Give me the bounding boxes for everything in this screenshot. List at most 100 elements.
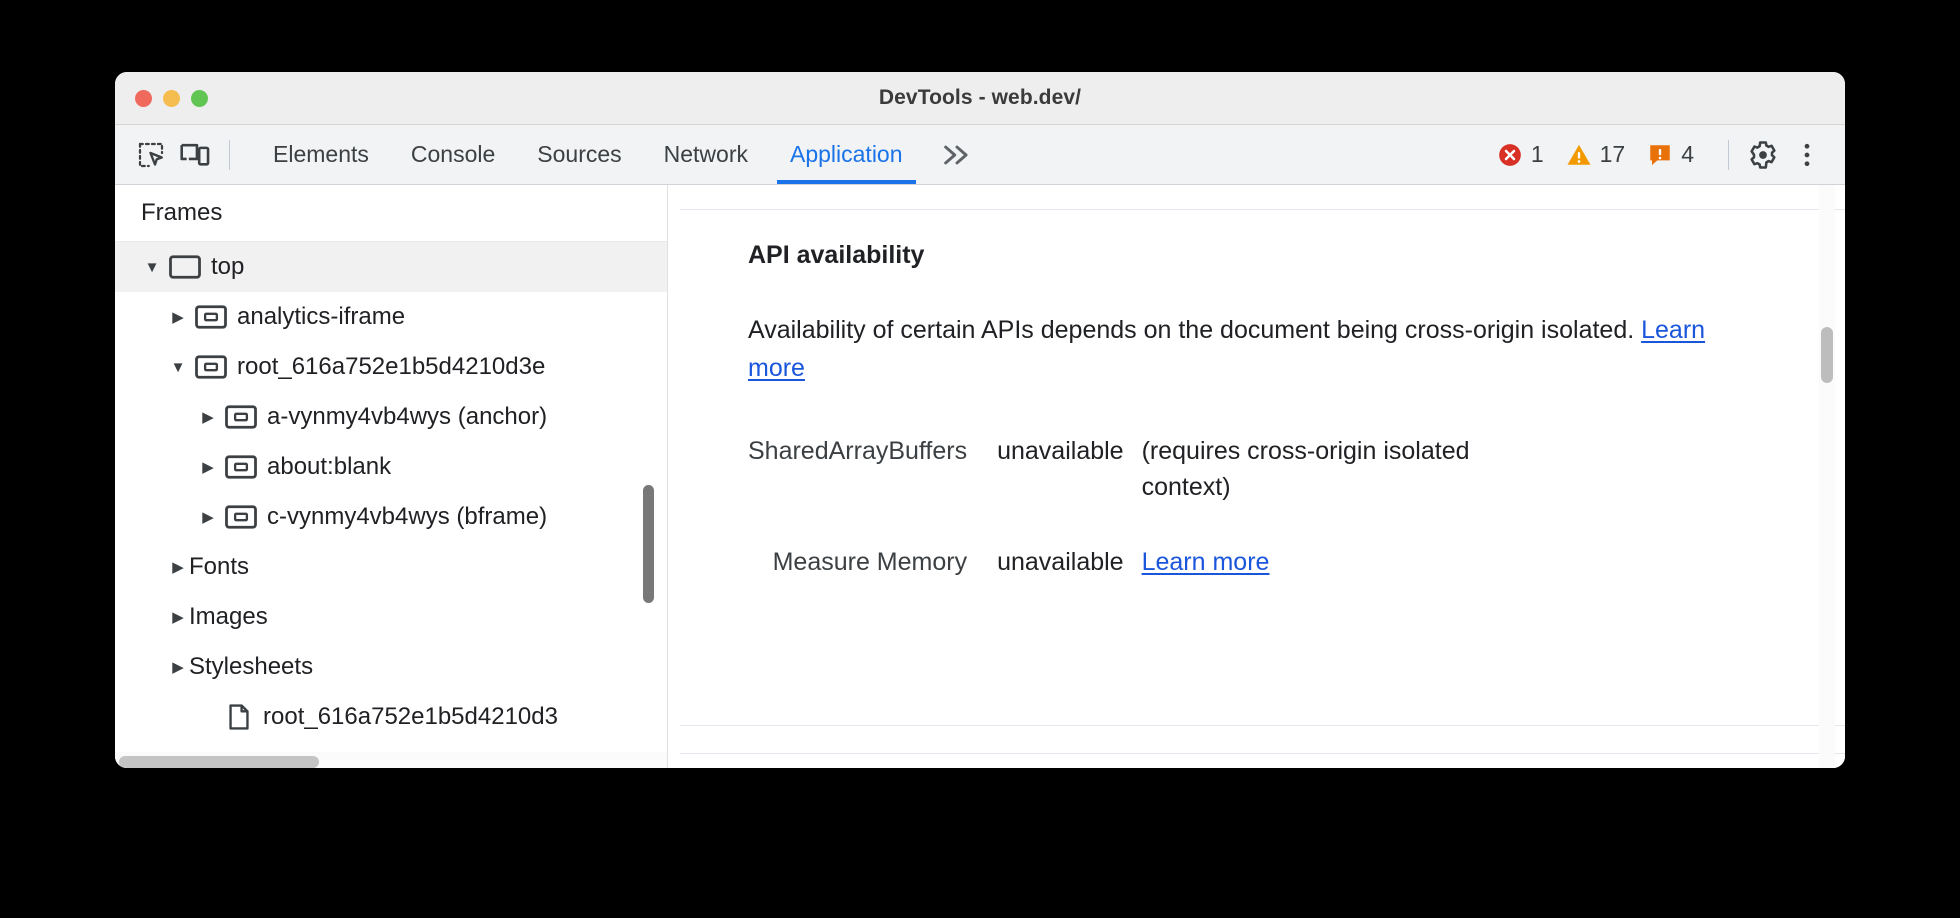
- learn-more-link-measure-memory[interactable]: Learn more: [1141, 547, 1270, 576]
- chevron-right-icon[interactable]: ▶: [202, 508, 214, 526]
- row-value-sharedarraybuffers: unavailable: [997, 437, 1124, 465]
- maximize-button[interactable]: [191, 89, 208, 107]
- chevron-right-icon[interactable]: ▶: [202, 408, 214, 426]
- tab-network[interactable]: Network: [643, 125, 769, 184]
- frames-header: Frames: [115, 185, 667, 242]
- table-row: Measure Memory unavailable Learn more: [748, 544, 1562, 618]
- tree-item-top[interactable]: ▼ top: [115, 242, 667, 292]
- table-row: SharedArrayBuffers unavailable (requires…: [748, 433, 1562, 544]
- row-note-sharedarraybuffers: (requires cross-origin isolated context): [1141, 437, 1470, 502]
- frames-tree: ▼ top ▶: [115, 242, 667, 742]
- close-button[interactable]: [135, 89, 152, 107]
- tree-item-label: root_616a752e1b5d4210d3: [263, 703, 558, 730]
- tree-item-analytics-iframe[interactable]: ▶ analytics-iframe: [115, 292, 667, 342]
- inspect-element-icon: [136, 140, 166, 170]
- error-count: 1: [1530, 141, 1544, 167]
- issue-counter[interactable]: 4: [1647, 142, 1694, 168]
- tab-elements-label: Elements: [273, 141, 369, 167]
- iframe-icon: [225, 455, 257, 479]
- tree-item-fonts[interactable]: ▶ Fonts: [115, 542, 667, 592]
- row-note-measure-memory: Learn more: [1142, 544, 1562, 618]
- tab-console[interactable]: Console: [390, 125, 516, 184]
- tree-item-label: c-vynmy4vb4wys (bframe): [267, 503, 548, 530]
- chevron-down-icon[interactable]: ▼: [144, 258, 160, 276]
- issue-icon: [1647, 142, 1673, 168]
- chevron-right-icon[interactable]: ▶: [202, 458, 214, 476]
- tree-item-a-anchor[interactable]: ▶ a-vynmy4vb4wys (anchor): [115, 392, 667, 442]
- warning-count: 17: [1599, 141, 1626, 167]
- tree-item-label: analytics-iframe: [237, 303, 406, 330]
- tab-sources[interactable]: Sources: [516, 125, 642, 184]
- window-title-bar: DevTools - web.dev/: [115, 72, 1845, 125]
- minimize-button[interactable]: [163, 89, 180, 107]
- section-heading: API availability: [748, 241, 925, 269]
- device-toolbar-icon: [179, 140, 211, 170]
- learn-more-link-cross-origin[interactable]: Learn more: [748, 316, 1706, 382]
- kebab-menu-icon: [1794, 140, 1820, 170]
- chevron-right-icon[interactable]: ▶: [172, 558, 184, 576]
- more-tabs-button[interactable]: [924, 125, 990, 184]
- sidebar-horizontal-scrollbar-thumb[interactable]: [119, 756, 319, 768]
- device-toolbar-button[interactable]: [173, 133, 217, 177]
- tree-item-stylesheets[interactable]: ▶ Stylesheets: [115, 642, 667, 692]
- devtools-toolbar: Elements Console Sources Network Applica…: [115, 125, 1845, 185]
- iframe-icon: [225, 405, 257, 429]
- tree-item-label: a-vynmy4vb4wys (anchor): [267, 403, 548, 430]
- sidebar-horizontal-scrollbar[interactable]: [115, 752, 667, 768]
- sidebar-vertical-scrollbar-thumb[interactable]: [643, 485, 654, 603]
- more-options-button[interactable]: [1785, 133, 1829, 177]
- tree-item-label: top: [211, 253, 245, 280]
- row-value-measure-memory: unavailable: [997, 547, 1124, 576]
- section-description-text: Availability of certain APIs depends on …: [748, 316, 1642, 344]
- iframe-icon: [225, 505, 257, 529]
- tree-item-root-frame[interactable]: ▼ root_616a752e1b5d4210d3e: [115, 342, 667, 392]
- section-description: Availability of certain APIs depends on …: [748, 312, 1738, 387]
- chevron-right-icon[interactable]: ▶: [172, 608, 184, 626]
- inspect-element-button[interactable]: [129, 133, 173, 177]
- main-vertical-scrollbar-thumb[interactable]: [1821, 327, 1833, 383]
- tab-sources-label: Sources: [537, 141, 622, 167]
- error-icon: [1497, 142, 1523, 168]
- tab-application-label: Application: [790, 141, 903, 167]
- error-counter[interactable]: 1: [1497, 142, 1544, 168]
- frames-sidebar: Frames ▼ top ▶: [115, 185, 668, 768]
- chevron-double-right-icon: [940, 142, 974, 168]
- chevron-down-icon[interactable]: ▼: [170, 358, 186, 376]
- tree-item-root-document[interactable]: ▶ root_616a752e1b5d4210d3: [115, 692, 667, 742]
- settings-button[interactable]: [1741, 133, 1785, 177]
- api-availability-table: SharedArrayBuffers unavailable (requires…: [748, 433, 1562, 618]
- section-divider-top: [680, 209, 1845, 210]
- devtools-window: DevTools - web.dev/: [115, 72, 1845, 768]
- warning-counter[interactable]: 17: [1566, 141, 1626, 168]
- devtools-body: Frames ▼ top ▶: [115, 185, 1845, 768]
- gear-icon: [1747, 139, 1779, 171]
- application-main-panel: API availability Availability of certain…: [668, 185, 1845, 768]
- chevron-right-icon[interactable]: ▶: [172, 658, 184, 676]
- toolbar-divider-right: [1728, 139, 1729, 170]
- page-title: DevTools - web.dev/: [878, 86, 1082, 109]
- sidebar-vertical-scrollbar[interactable]: [641, 485, 655, 745]
- tab-application[interactable]: Application: [769, 125, 924, 184]
- tree-item-c-bframe[interactable]: ▶ c-vynmy4vb4wys (bframe): [115, 492, 667, 542]
- row-key-measure-memory: Measure Memory: [772, 547, 968, 576]
- tab-network-label: Network: [663, 141, 748, 167]
- toolbar-left-group: [115, 125, 242, 184]
- chevron-right-icon[interactable]: ▶: [172, 308, 184, 326]
- tree-item-about-blank[interactable]: ▶ about:blank: [115, 442, 667, 492]
- tree-item-label: Images: [189, 603, 268, 630]
- tree-item-label: Fonts: [189, 553, 250, 580]
- window-controls: [135, 89, 208, 107]
- tree-item-label: about:blank: [267, 453, 392, 480]
- main-vertical-scrollbar[interactable]: [1819, 185, 1835, 768]
- tab-console-label: Console: [410, 141, 496, 167]
- tab-elements[interactable]: Elements: [252, 125, 390, 184]
- iframe-icon: [195, 355, 227, 379]
- tree-item-label: root_616a752e1b5d4210d3e: [237, 353, 546, 380]
- iframe-icon: [195, 305, 227, 329]
- tree-item-images[interactable]: ▶ Images: [115, 592, 667, 642]
- tree-item-label: Stylesheets: [189, 653, 314, 680]
- section-divider-bottom-2: [680, 753, 1845, 754]
- frame-icon: [169, 255, 201, 279]
- warning-icon: [1566, 142, 1592, 168]
